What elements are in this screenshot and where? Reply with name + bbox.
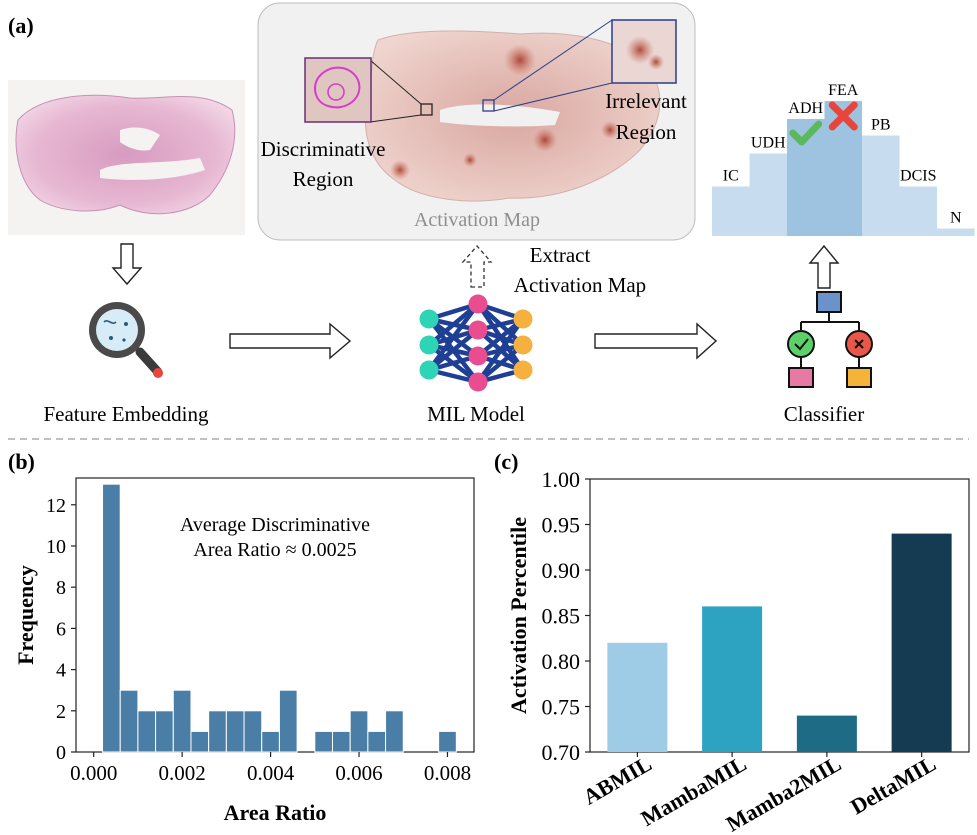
y-tick-label: 10 <box>46 536 66 558</box>
y-tick-label: 8 <box>56 577 66 599</box>
x-tick-label: ABMIL <box>579 751 656 810</box>
class-label-ic: IC <box>723 168 739 185</box>
y-tick-label: 0.90 <box>542 558 581 583</box>
check-icon <box>789 120 823 146</box>
discriminative-region-line2: Region <box>293 167 354 191</box>
hist-bar <box>314 730 333 753</box>
y-tick-label: 0 <box>56 742 66 764</box>
mil-model-label: MIL Model <box>427 402 525 426</box>
bar-mamba2mil <box>796 715 857 752</box>
network-node <box>513 309 533 329</box>
extract-label-line2: Activation Map <box>514 273 646 297</box>
activation-map-title: Activation Map <box>414 209 540 231</box>
x-tick-label: 0.002 <box>159 761 206 785</box>
panel-a-label: (a) <box>8 13 34 38</box>
network-node <box>468 346 488 366</box>
bar-deltamil <box>891 533 952 752</box>
class-bar-fea <box>824 101 862 236</box>
bar-chart-activation-percentile: 0.700.750.800.850.900.951.00ABMILMambaMI… <box>506 467 970 835</box>
network-node <box>419 335 439 355</box>
hist-bar <box>385 710 404 753</box>
network-node <box>468 320 488 340</box>
bar-abmil <box>607 642 668 752</box>
class-bar-pb <box>862 135 900 236</box>
x-tick-label: 0.006 <box>335 761 382 785</box>
y-tick-label: 12 <box>46 495 66 517</box>
activation-map-panel: Discriminative Region Irrelevant Region … <box>257 2 696 241</box>
classifier-tree-icon <box>787 291 873 388</box>
irrelevant-region-line1: Irrelevant <box>605 89 687 113</box>
x-tick-label: 0.004 <box>247 761 295 785</box>
bar-mambamil <box>702 606 763 752</box>
y-tick-label: 2 <box>56 701 66 723</box>
hist-bar <box>155 710 174 753</box>
x-tick-label: DeltaMIL <box>846 751 940 820</box>
class-label-n: N <box>950 210 962 227</box>
wsi-thumbnail <box>8 80 245 235</box>
annotation-line1: Average Discriminative <box>180 514 370 536</box>
extract-label-line1: Extract <box>530 243 591 267</box>
class-bar-udh <box>749 153 787 236</box>
y-tick-label: 0.80 <box>542 649 581 674</box>
network-node <box>468 294 488 314</box>
network-node <box>419 360 439 380</box>
class-bar-n <box>937 228 975 236</box>
hist-bar <box>190 730 210 753</box>
class-bar-dcis <box>899 186 937 236</box>
hist-bar <box>261 730 280 753</box>
hollow-arrow-up-right <box>808 244 840 289</box>
class-label-udh: UDH <box>751 135 786 152</box>
panel-c-label: (c) <box>494 449 518 474</box>
x-tick-label: 0.008 <box>424 761 471 785</box>
discriminative-region-line1: Discriminative <box>261 137 386 161</box>
hist-bar <box>119 689 139 753</box>
feature-embedding-label: Feature Embedding <box>43 402 209 426</box>
network-node <box>513 335 533 355</box>
y-axis-label: Activation Percentile <box>506 517 531 714</box>
hist-bar <box>102 483 121 753</box>
x-axis-label: Area Ratio <box>224 800 327 825</box>
y-tick-label: 0.95 <box>542 513 581 538</box>
y-tick-label: 1.00 <box>542 467 581 492</box>
hollow-arrow-right-2 <box>594 322 718 360</box>
class-prediction-bars: IC UDH ADH FEA PB DCIS N <box>712 82 975 236</box>
x-tick-label: 0.000 <box>70 761 117 785</box>
hollow-arrow-right-1 <box>229 322 352 360</box>
hollow-arrow-down-left <box>111 243 143 286</box>
hist-bar <box>225 710 245 753</box>
panel-b-label: (b) <box>8 449 35 474</box>
mil-network-icon <box>419 294 533 392</box>
hist-bar <box>137 710 157 753</box>
hist-bar <box>331 730 351 753</box>
classifier-label: Classifier <box>784 402 864 426</box>
network-node <box>468 372 488 392</box>
y-tick-label: 0.75 <box>542 695 581 720</box>
network-node <box>513 360 533 380</box>
y-tick-label: 6 <box>56 618 66 640</box>
y-tick-label: 0.70 <box>542 740 581 765</box>
annotation-line2: Area Ratio ≈ 0.0025 <box>193 539 356 561</box>
hist-bar <box>172 689 192 753</box>
y-tick-label: 0.85 <box>542 604 581 629</box>
network-node <box>419 309 439 329</box>
class-bar-ic <box>712 186 750 236</box>
class-label-pb: PB <box>871 117 891 134</box>
irrelevant-region-line2: Region <box>616 120 677 144</box>
class-label-dcis: DCIS <box>900 168 936 185</box>
hist-bar <box>438 730 457 753</box>
class-label-adh: ADH <box>788 100 823 117</box>
hist-bar <box>367 730 387 753</box>
y-axis-label: Frequency <box>13 565 38 665</box>
dashed-arrow-up <box>461 245 493 288</box>
hist-bar <box>349 710 369 753</box>
y-tick-label: 4 <box>56 660 66 682</box>
magnifier-icon <box>89 302 163 378</box>
hist-bar <box>208 710 227 753</box>
hist-bar <box>243 710 263 753</box>
class-label-fea: FEA <box>828 82 859 99</box>
hist-bar <box>278 689 298 753</box>
cross-icon <box>828 101 858 131</box>
